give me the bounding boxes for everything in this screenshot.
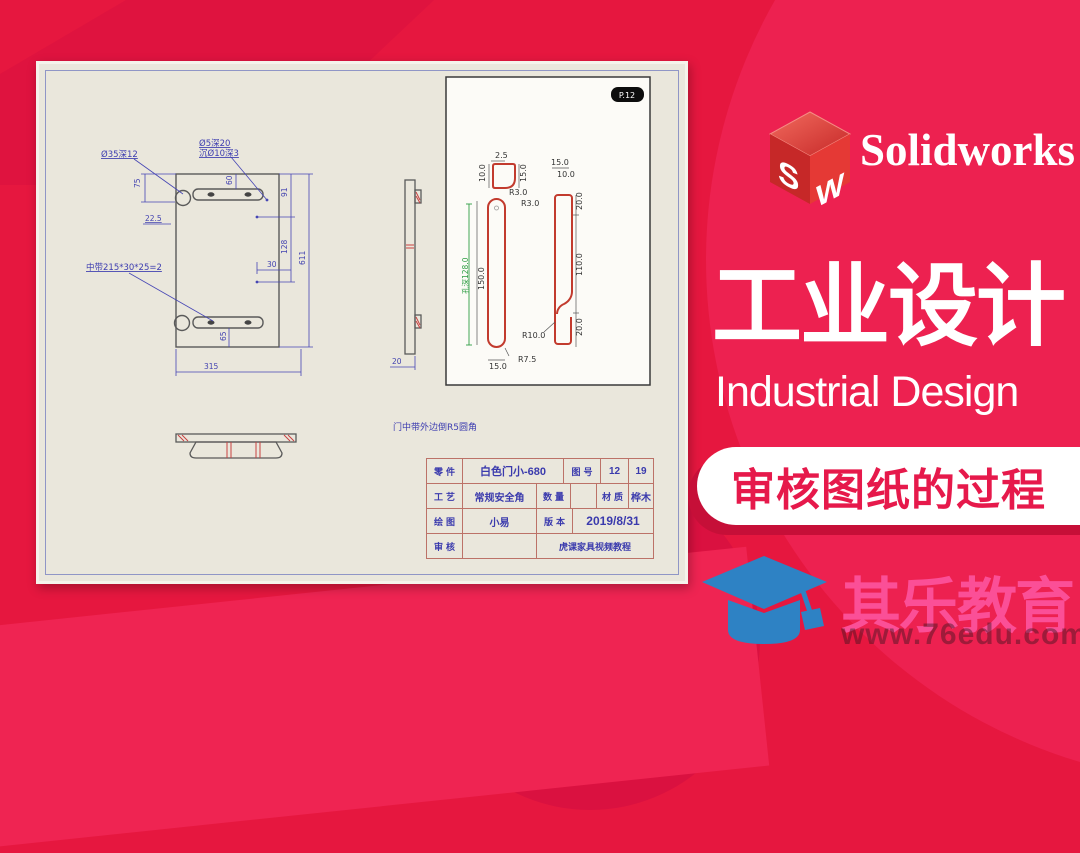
dim-label: R3.0 <box>509 188 527 197</box>
draft-value: 小易 <box>463 509 537 533</box>
dim-label: 15.0 <box>551 158 569 167</box>
right-slot-profile <box>554 194 573 345</box>
dim-label: 128 <box>280 239 289 254</box>
dim-label: 315 <box>204 362 219 371</box>
dim-label: R3.0 <box>521 199 539 208</box>
dim-label: 22.5 <box>145 214 162 223</box>
side-view-dimension <box>390 356 416 370</box>
dim-label: 30 <box>267 260 277 269</box>
dim-label: 10.0 <box>478 164 487 182</box>
dim-label: 15.0 <box>519 164 528 182</box>
qty-value <box>571 484 597 508</box>
page-badge <box>611 87 644 102</box>
dim-label: 60 <box>225 175 234 185</box>
solidworks-cube-logo: S W <box>768 111 852 206</box>
cube-letter-s: S <box>778 153 799 200</box>
drawing-note: 门中带外边倒R5圆角 <box>393 421 477 433</box>
dim-label: R10.0 <box>522 331 545 340</box>
background-light-band <box>0 546 770 853</box>
left-slot-dims <box>466 201 510 361</box>
graduation-cap-icon <box>702 556 827 644</box>
right-slot-dims <box>543 167 579 347</box>
door-front-view <box>173 173 280 348</box>
hole-callout-right-1: Ø5深20 <box>199 138 230 149</box>
cad-drawing: 75 22.5 60 91 128 30 611 65 315 Ø35深12 Ø… <box>86 76 651 459</box>
brand-name: 其乐教育 <box>841 573 1075 640</box>
hole-callout-right-2: 沉Ø10深3 <box>199 148 239 159</box>
draft-label: 绘图 <box>427 509 463 533</box>
audit-label: 审核 <box>427 534 463 558</box>
dim-label: 65 <box>219 331 228 341</box>
lesson-topic-text: 审核图纸的过程 <box>731 466 1046 515</box>
title-block-row: 绘图 小易 版本 2019/8/31 <box>427 509 653 534</box>
part-label: 零件 <box>427 459 463 483</box>
material-label: 材质 <box>597 484 629 508</box>
front-view-dimensions <box>128 156 313 376</box>
title-block-row: 零件 白色门小-680 图号 12 19 <box>427 459 653 484</box>
version-label: 版本 <box>537 509 573 533</box>
cube-left-face <box>770 134 810 204</box>
audit-value <box>463 534 537 558</box>
dim-label: 15.0 <box>489 362 507 371</box>
left-slot-profile <box>487 198 506 348</box>
dim-label: 110.0 <box>575 253 584 276</box>
corner-profile <box>492 163 516 189</box>
dim-label: 20.0 <box>575 192 584 210</box>
poster-title-chinese: 工业设计 <box>712 257 1066 357</box>
sheet-border <box>45 70 679 575</box>
corner-profile-dims <box>488 160 520 188</box>
tutorial-credit: 虎课家具视频教程 <box>558 541 631 552</box>
material-value: 桦木 <box>631 492 651 504</box>
title-block: 零件 白色门小-680 图号 12 19 工艺 常规安全角 数量 材质 桦木 绘… <box>426 458 654 559</box>
cube-right-face <box>810 134 850 204</box>
band-callout: 中带215*30*25=2 <box>86 262 162 273</box>
dim-label: 20.0 <box>575 318 584 336</box>
slot-center-mark <box>494 205 499 211</box>
craft-value: 常规安全角 <box>463 484 537 508</box>
detail-view-box <box>445 76 651 386</box>
dim-label: R7.5 <box>518 355 536 364</box>
cad-drawing-panel: 75 22.5 60 91 128 30 611 65 315 Ø35深12 Ø… <box>36 61 688 584</box>
version-value: 2019/8/31 <box>586 514 640 528</box>
page-badge-text: P.12 <box>619 91 635 100</box>
brand-url: www.76edu.com <box>841 618 1080 651</box>
part-value: 白色门小-680 <box>463 459 564 483</box>
door-side-view <box>404 179 422 355</box>
title-block-row: 审核 虎课家具视频教程 <box>427 534 653 558</box>
figure-no-label: 图号 <box>564 459 601 483</box>
dim-label: 75 <box>133 178 142 188</box>
dim-label: 150.0 <box>477 267 486 290</box>
figure-no-b: 19 <box>635 465 647 477</box>
poster-title-english: Industrial Design <box>715 368 1019 416</box>
dim-label: 611 <box>298 250 307 265</box>
band-bottom-hatch <box>177 434 295 458</box>
solidworks-wordmark: Solidworks <box>860 125 1076 175</box>
lesson-topic-pill: 审核图纸的过程 <box>697 447 1080 525</box>
hole-callout-left: Ø35深12 <box>101 149 138 160</box>
svg-text:S: S <box>778 153 799 200</box>
dim-label: 2.5 <box>495 151 508 160</box>
qty-label: 数量 <box>537 484 571 508</box>
dim-label-green: 孔深128.0 <box>461 257 470 294</box>
dim-label: 20 <box>392 357 402 366</box>
dim-label: 91 <box>280 187 289 197</box>
dim-label: 10.0 <box>557 170 575 179</box>
title-block-row: 工艺 常规安全角 数量 材质 桦木 <box>427 484 653 509</box>
band-bottom-view <box>175 433 297 459</box>
figure-no-a: 12 <box>601 459 629 483</box>
craft-label: 工艺 <box>427 484 463 508</box>
side-view-hatch <box>406 191 421 329</box>
